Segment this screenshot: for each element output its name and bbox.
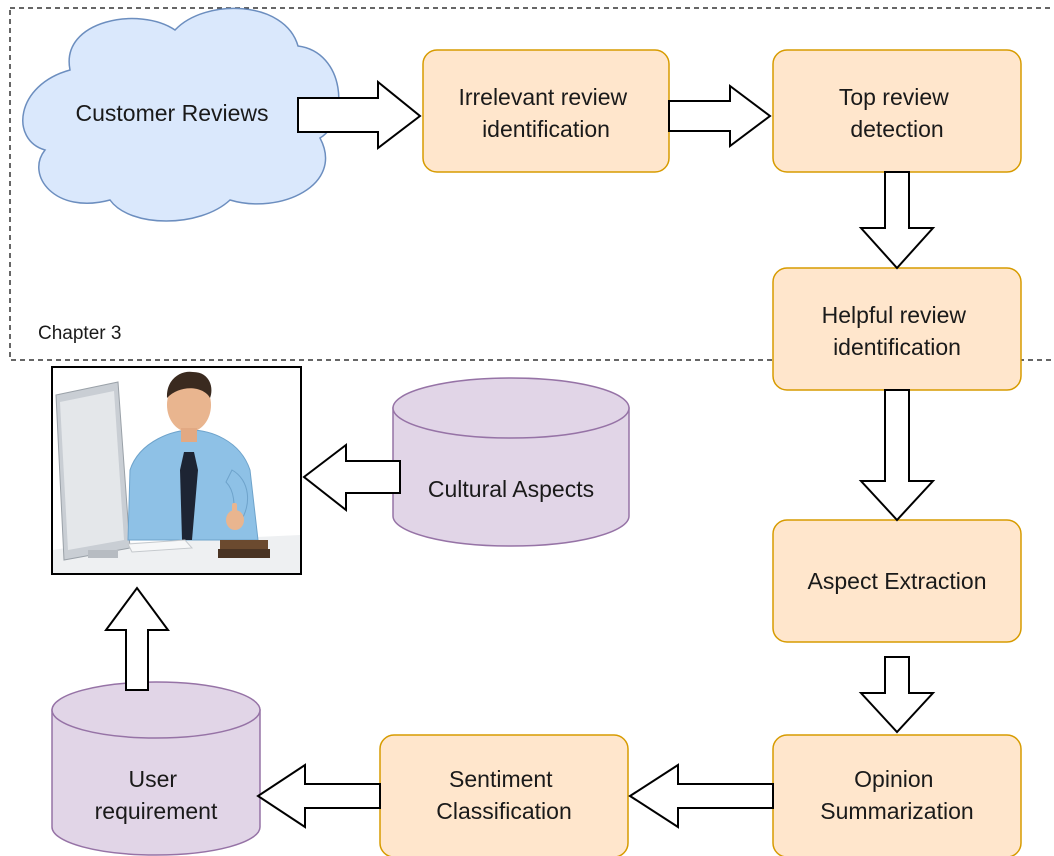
chapter-group-label: Chapter 3: [38, 323, 121, 344]
cultural-line-1: Cultural Aspects: [428, 476, 594, 502]
chapter-group-box: [9, 7, 1054, 361]
top-review-node: Top review detection: [772, 49, 1022, 173]
svg-text:Sentiment Classification: Sentiment Classification: [436, 766, 572, 824]
opinion-summarization-node: Opinion Summarization: [772, 734, 1022, 856]
opinion-line-1: Opinion: [854, 766, 933, 792]
svg-text:Aspect Extraction: Aspect Extraction: [808, 568, 987, 594]
sentiment-line-2: Classification: [436, 798, 572, 824]
user-req-line-1: User: [129, 766, 178, 792]
aspect-extraction-node: Aspect Extraction: [772, 519, 1022, 643]
arrow-aspect-to-opinion: [858, 656, 936, 734]
top-line-1: Top review: [839, 84, 949, 110]
cloud-shape: [22, 7, 340, 222]
arrow-opinion-to-sentiment: [628, 763, 774, 829]
svg-text:Cultural Aspects: Cultural Aspects: [428, 476, 594, 502]
sentiment-line-1: Sentiment: [449, 766, 553, 792]
helpful-line-2: identification: [833, 334, 961, 360]
svg-text:Helpful review identific: Helpful review identification: [822, 302, 973, 360]
irrelevant-review-node: Irrelevant review identification: [422, 49, 670, 173]
arrow-cloud-to-irrelevant: [297, 79, 422, 151]
sentiment-classification-node: Sentiment Classification: [379, 734, 629, 856]
customer-reviews-cloud: Customer Reviews: [22, 7, 340, 222]
svg-text:User requirement: User requirement: [95, 766, 218, 824]
irrelevant-line-1: Irrelevant review: [458, 84, 627, 110]
arrow-top-to-helpful: [858, 171, 936, 270]
user-req-line-2: requirement: [95, 798, 218, 824]
helpful-review-node: Helpful review identification: [772, 267, 1022, 391]
aspect-line-1: Aspect Extraction: [808, 568, 987, 594]
helpful-line-1: Helpful review: [822, 302, 967, 328]
customer-reviews-label: Customer Reviews: [76, 100, 269, 126]
opinion-line-2: Summarization: [820, 798, 973, 824]
svg-text:Top review detection: Top review detection: [839, 84, 955, 142]
irrelevant-line-2: identification: [482, 116, 610, 142]
arrow-sentiment-to-user-req: [256, 763, 381, 829]
arrow-user-req-to-image: [104, 586, 170, 691]
arrow-irrelevant-to-top: [668, 84, 772, 148]
arrow-helpful-to-aspect: [858, 389, 936, 522]
svg-text:Opinion Summarization: Opinion Summarization: [820, 766, 973, 824]
user-requirement-database: User requirement: [51, 681, 261, 856]
svg-text:Irrelevant review identi: Irrelevant review identification: [458, 84, 633, 142]
top-line-2: detection: [850, 116, 943, 142]
arrow-cultural-to-image: [302, 442, 401, 513]
cultural-aspects-database: Cultural Aspects: [392, 377, 630, 547]
businessman-at-computer-photo: [51, 366, 302, 575]
